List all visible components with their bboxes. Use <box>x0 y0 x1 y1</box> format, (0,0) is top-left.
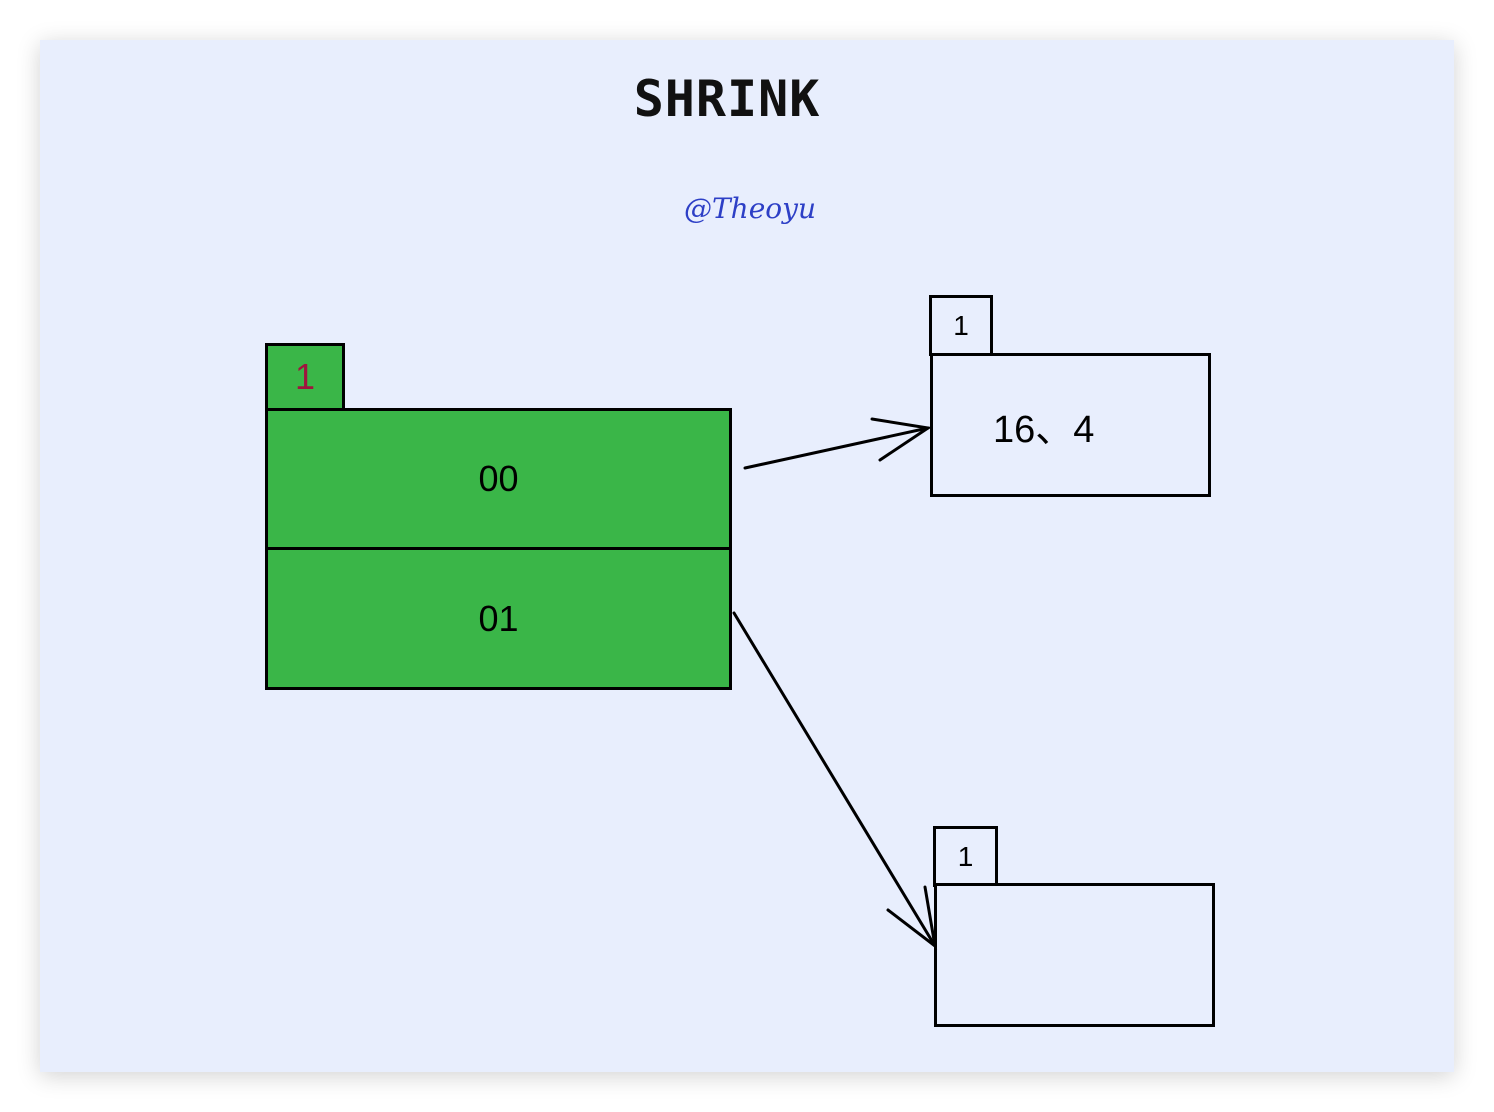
bucket-bottom <box>934 883 1215 1027</box>
diagram-title: SHRINK <box>633 70 821 128</box>
bucket-bottom-depth-tag: 1 <box>933 826 998 887</box>
bucket-top: 16、4 <box>930 353 1211 497</box>
bucket-top-depth-tag: 1 <box>929 295 993 356</box>
directory-row-00: 00 <box>265 408 732 550</box>
author-signature: @Theoyu <box>684 192 816 225</box>
directory-depth-tag: 1 <box>265 343 345 411</box>
directory-row-01: 01 <box>265 547 732 690</box>
